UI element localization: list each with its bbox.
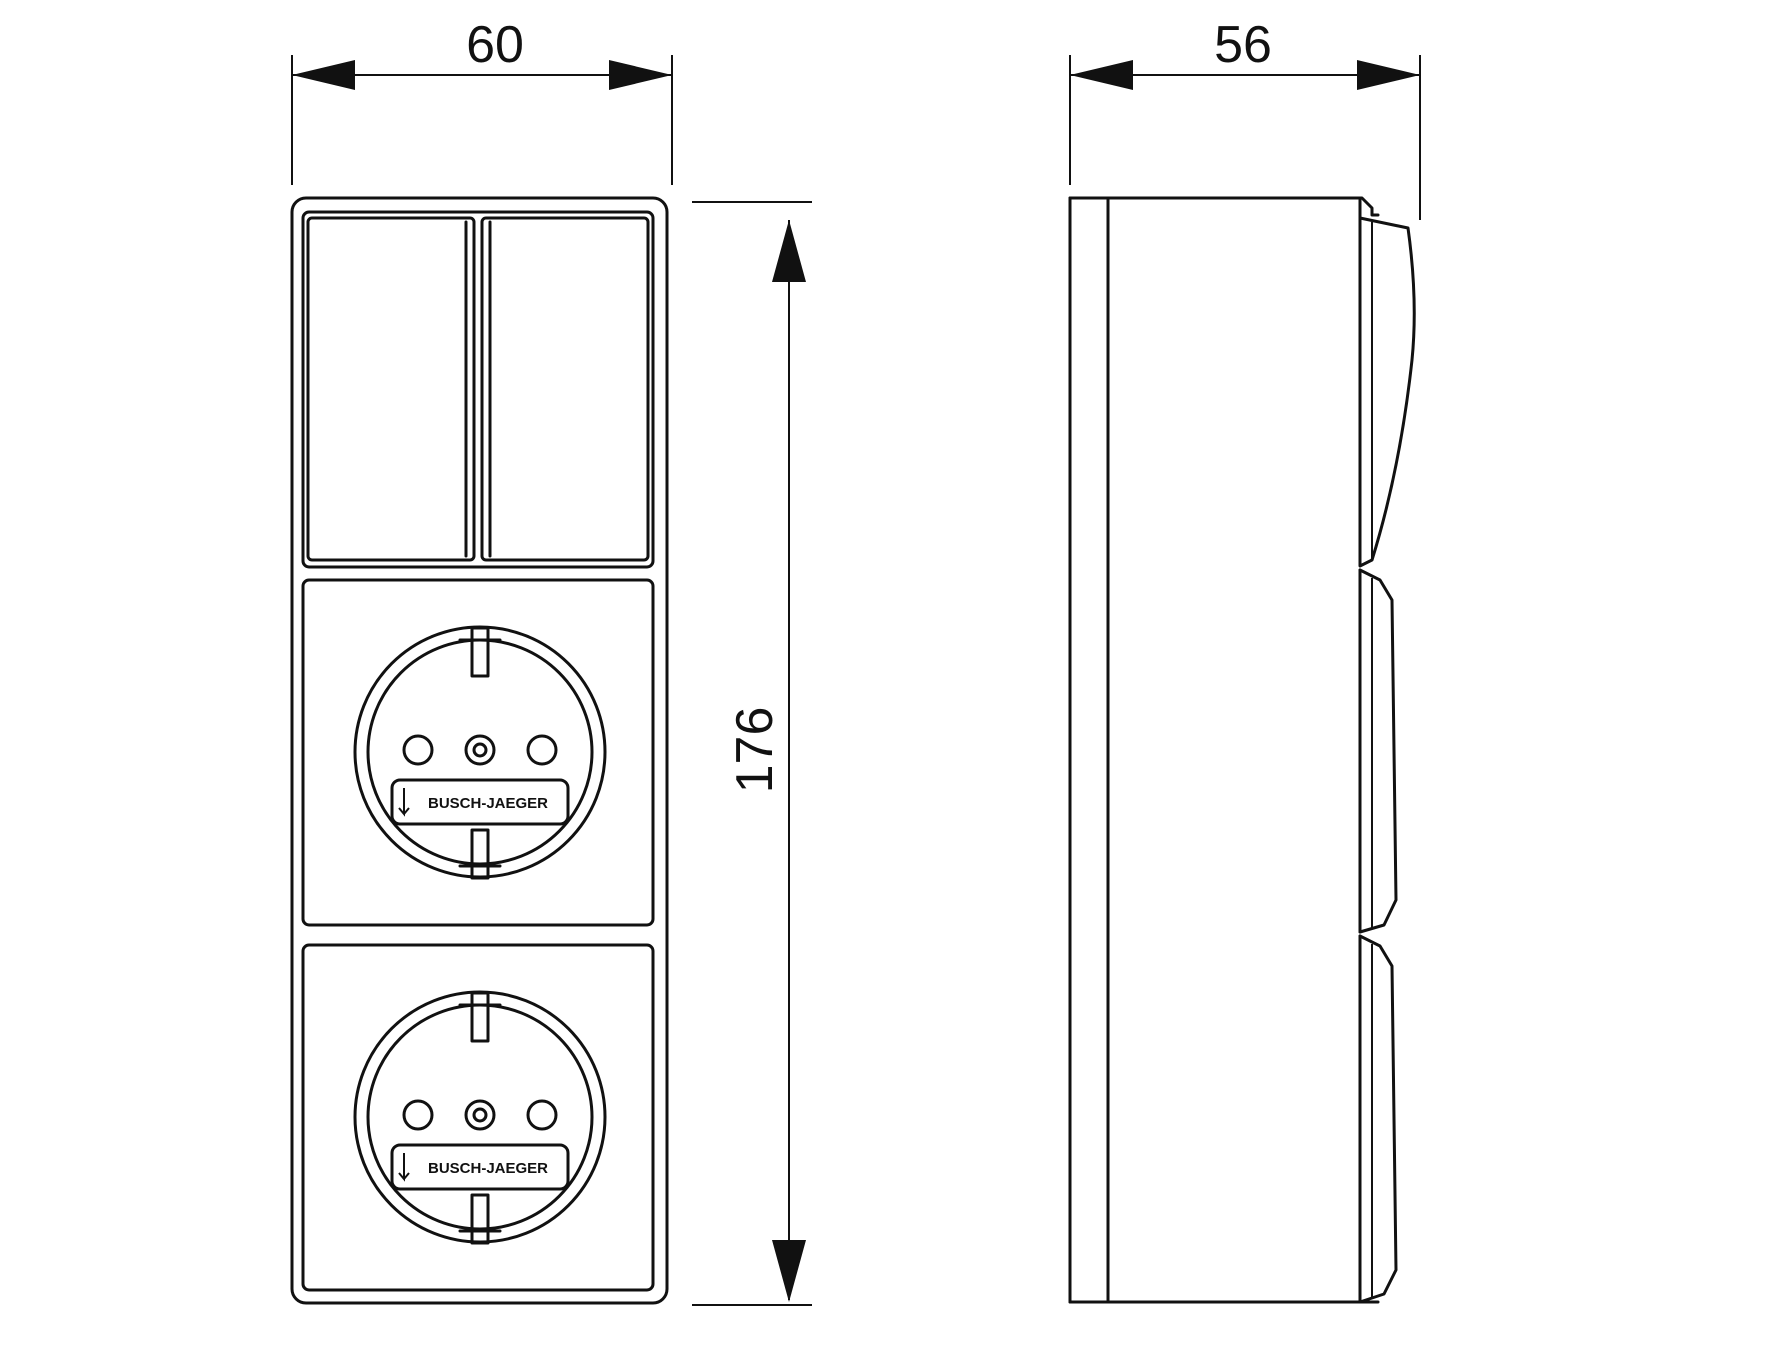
earth-clip-bottom bbox=[470, 828, 490, 880]
socket-ring bbox=[353, 990, 607, 1244]
rocker-profile bbox=[1358, 216, 1416, 568]
switch-section bbox=[301, 210, 655, 569]
dimension-width: 60 bbox=[291, 16, 673, 185]
side-view bbox=[1068, 196, 1416, 1304]
dimension-label-depth: 56 bbox=[1214, 16, 1272, 74]
socket-cover-profile-lower bbox=[1358, 934, 1398, 1304]
brand-label: BUSCH-JAEGER bbox=[428, 1160, 548, 1177]
label-plate bbox=[390, 1143, 570, 1191]
side-top-edge bbox=[1068, 196, 1380, 217]
arrowhead-left bbox=[1070, 60, 1133, 90]
pin-hole-left bbox=[402, 734, 434, 766]
socket-upper: BUSCH-JAEGER bbox=[301, 578, 655, 927]
socket-frame bbox=[301, 943, 655, 1292]
label-plate bbox=[390, 778, 570, 826]
front-view: BUSCH-JAEGER BUSCH-JAEGER bbox=[290, 196, 669, 1305]
pin-hole-right bbox=[526, 1099, 558, 1131]
earth-clip-bottom bbox=[470, 1193, 490, 1245]
socket-frame bbox=[301, 578, 655, 927]
brand-label: BUSCH-JAEGER bbox=[428, 795, 548, 812]
dimension-label-height: 176 bbox=[726, 707, 784, 794]
rocker-right bbox=[480, 216, 650, 562]
center-screw-head bbox=[472, 742, 488, 758]
rocker-left bbox=[306, 216, 476, 562]
socket-cover-profile-upper bbox=[1358, 568, 1398, 934]
dimension-label-width: 60 bbox=[466, 16, 524, 74]
pin-hole-right bbox=[526, 734, 558, 766]
earth-clip-top bbox=[470, 991, 490, 1043]
arrowhead-bottom bbox=[772, 1240, 806, 1302]
housing-outline bbox=[290, 196, 669, 1305]
socket-lower: BUSCH-JAEGER bbox=[301, 943, 655, 1292]
switch-frame bbox=[301, 210, 655, 569]
earth-clip-top bbox=[470, 626, 490, 678]
pin-hole-left bbox=[402, 1099, 434, 1131]
arrowhead-left bbox=[292, 60, 355, 90]
arrowhead-top bbox=[772, 220, 806, 282]
arrow-glyph bbox=[398, 788, 410, 817]
center-screw bbox=[464, 734, 496, 766]
arrow-glyph bbox=[398, 1153, 410, 1182]
dimension-depth: 56 bbox=[1069, 16, 1421, 220]
center-screw-head bbox=[472, 1107, 488, 1123]
arrowhead-right bbox=[609, 60, 672, 90]
center-screw bbox=[464, 1099, 496, 1131]
socket-ring bbox=[353, 625, 607, 879]
dimension-height: 176 bbox=[692, 201, 812, 1306]
arrowhead-right bbox=[1357, 60, 1420, 90]
